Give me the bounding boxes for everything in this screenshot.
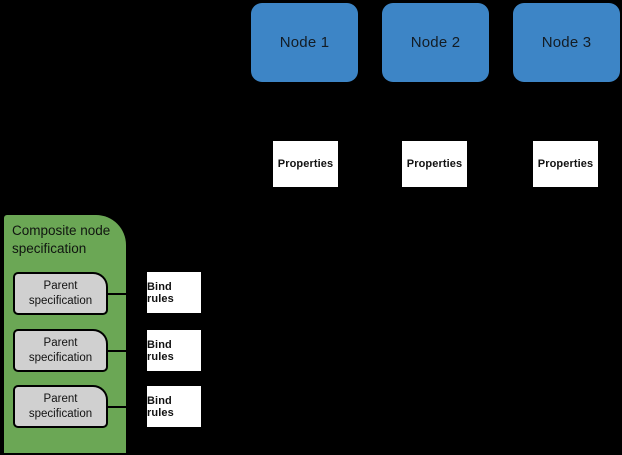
bind-rules-box-3: Bind rules bbox=[147, 386, 201, 427]
connector-line-1 bbox=[106, 292, 127, 295]
bind-rules-label: Bind rules bbox=[147, 280, 174, 305]
connector-line-3 bbox=[106, 405, 127, 408]
node-label: Node 3 bbox=[541, 34, 592, 51]
node-box-3: Node 3 bbox=[513, 3, 620, 82]
parent-specification-label: Parent specification bbox=[28, 280, 93, 307]
bind-rules-label: Bind rules bbox=[147, 394, 174, 419]
node-label: Node 2 bbox=[410, 34, 461, 51]
connector-line-2 bbox=[106, 349, 127, 352]
node-box-2: Node 2 bbox=[382, 3, 489, 82]
parent-specification-box-2: Parent specification bbox=[13, 329, 108, 372]
parent-specification-box-3: Parent specification bbox=[13, 385, 108, 428]
parent-specification-box-1: Parent specification bbox=[13, 272, 108, 315]
properties-box-2: Properties bbox=[402, 141, 467, 187]
properties-box-1: Properties bbox=[273, 141, 338, 187]
node-box-1: Node 1 bbox=[251, 3, 358, 82]
parent-specification-label: Parent specification bbox=[28, 393, 93, 420]
bind-rules-box-2: Bind rules bbox=[147, 330, 201, 371]
properties-label: Properties bbox=[406, 158, 463, 170]
properties-label: Properties bbox=[277, 158, 334, 170]
bind-rules-box-1: Bind rules bbox=[147, 272, 201, 313]
properties-box-3: Properties bbox=[533, 141, 598, 187]
node-label: Node 1 bbox=[279, 34, 330, 51]
parent-specification-label: Parent specification bbox=[28, 337, 93, 364]
composite-title: Composite node specification bbox=[12, 223, 111, 256]
bind-rules-label: Bind rules bbox=[147, 338, 174, 363]
properties-label: Properties bbox=[537, 158, 594, 170]
